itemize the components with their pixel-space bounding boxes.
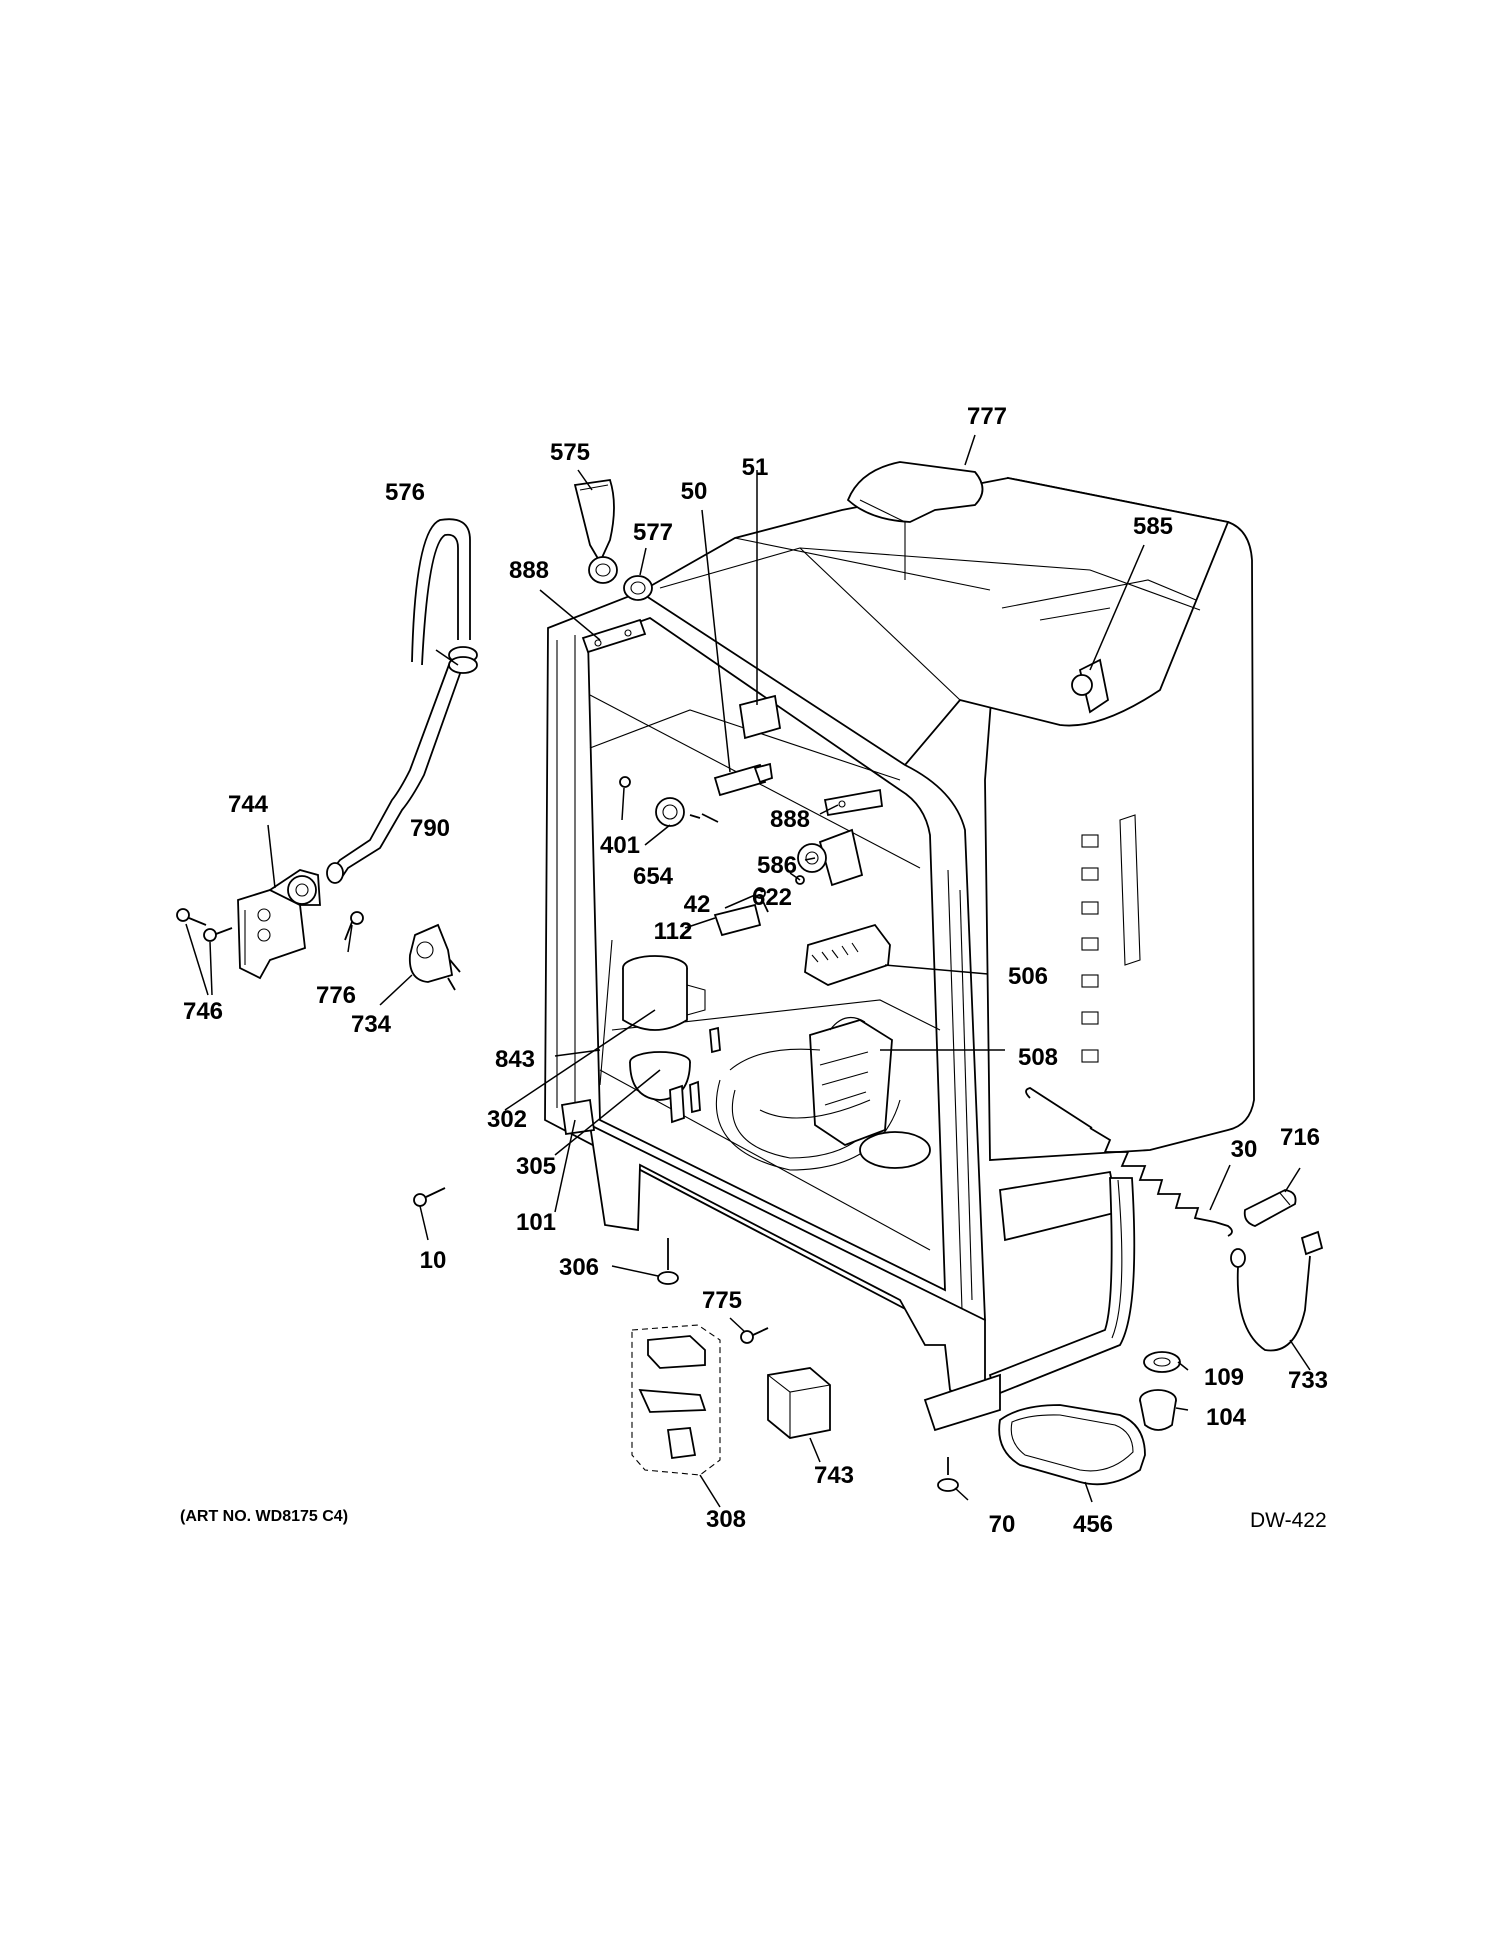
callout-112: 112 [654,918,693,945]
callout-50: 50 [681,478,708,505]
part-308-bracket-assembly [631,1324,721,1476]
callout-302: 302 [487,1106,527,1133]
leader-lines [185,434,1311,1508]
callout-622: 622 [752,884,792,911]
callout-790: 790 [410,815,450,842]
callout-744: 744 [228,791,269,818]
callout-777: 777 [967,403,1007,430]
art-number: (ART NO. WD8175 C4) [180,1508,348,1525]
part-10-screw [413,1187,446,1207]
callout-508: 508 [1018,1044,1058,1071]
callout-109: 109 [1204,1364,1244,1391]
callout-585: 585 [1133,513,1173,540]
part-456-tray [998,1404,1146,1486]
callout-456: 456 [1073,1511,1113,1538]
callout-104: 104 [1206,1404,1247,1431]
callout-775: 775 [702,1287,742,1314]
callout-10: 10 [420,1247,447,1274]
callout-42: 42 [684,891,711,918]
callout-888-top: 888 [509,557,549,584]
callout-888-right: 888 [770,806,810,833]
part-775-screw [740,1327,769,1344]
part-576-drain-hose [326,518,471,884]
drawing-code: DW-422 [1250,1509,1327,1532]
callout-30: 30 [1231,1136,1258,1163]
part-575-hose-elbow [573,479,618,584]
callout-716: 716 [1280,1124,1320,1151]
callout-306: 306 [559,1254,599,1281]
callout-70: 70 [989,1511,1016,1538]
callout-843: 843 [495,1046,535,1073]
callout-401: 401 [600,832,640,859]
callout-305: 305 [516,1153,556,1180]
callout-101: 101 [516,1209,556,1236]
callout-51: 51 [742,454,769,481]
callout-308: 308 [706,1506,746,1533]
callout-743: 743 [814,1462,854,1489]
part-716-sleeve [1243,1189,1297,1227]
part-734-switch [408,923,461,991]
part-70-foot [937,1457,959,1492]
part-746-screws [176,908,233,942]
part-109-washer [1143,1351,1181,1373]
part-30-spring [1025,1087,1233,1237]
callout-586: 586 [757,852,797,879]
part-306-leg [657,1238,679,1285]
callout-575: 575 [550,439,590,466]
callout-labels: 575 777 51 576 50 577 585 888 888 790 74… [180,403,1328,1538]
callout-734: 734 [351,1011,392,1038]
callout-577: 577 [633,519,673,546]
tub-assembly [544,461,1255,1432]
callout-776: 776 [316,982,356,1009]
part-776-screw [344,911,364,941]
part-743-block [767,1367,831,1439]
callout-576: 576 [385,479,425,506]
part-733-cable [1230,1230,1324,1352]
part-790-clamp [448,646,478,674]
callout-654: 654 [633,863,674,890]
callout-733: 733 [1288,1367,1328,1394]
part-744-water-valve [237,869,321,980]
part-577-gasket [623,575,653,601]
callout-506: 506 [1008,963,1048,990]
callout-746: 746 [183,998,223,1025]
part-104-fitting [1139,1389,1177,1431]
